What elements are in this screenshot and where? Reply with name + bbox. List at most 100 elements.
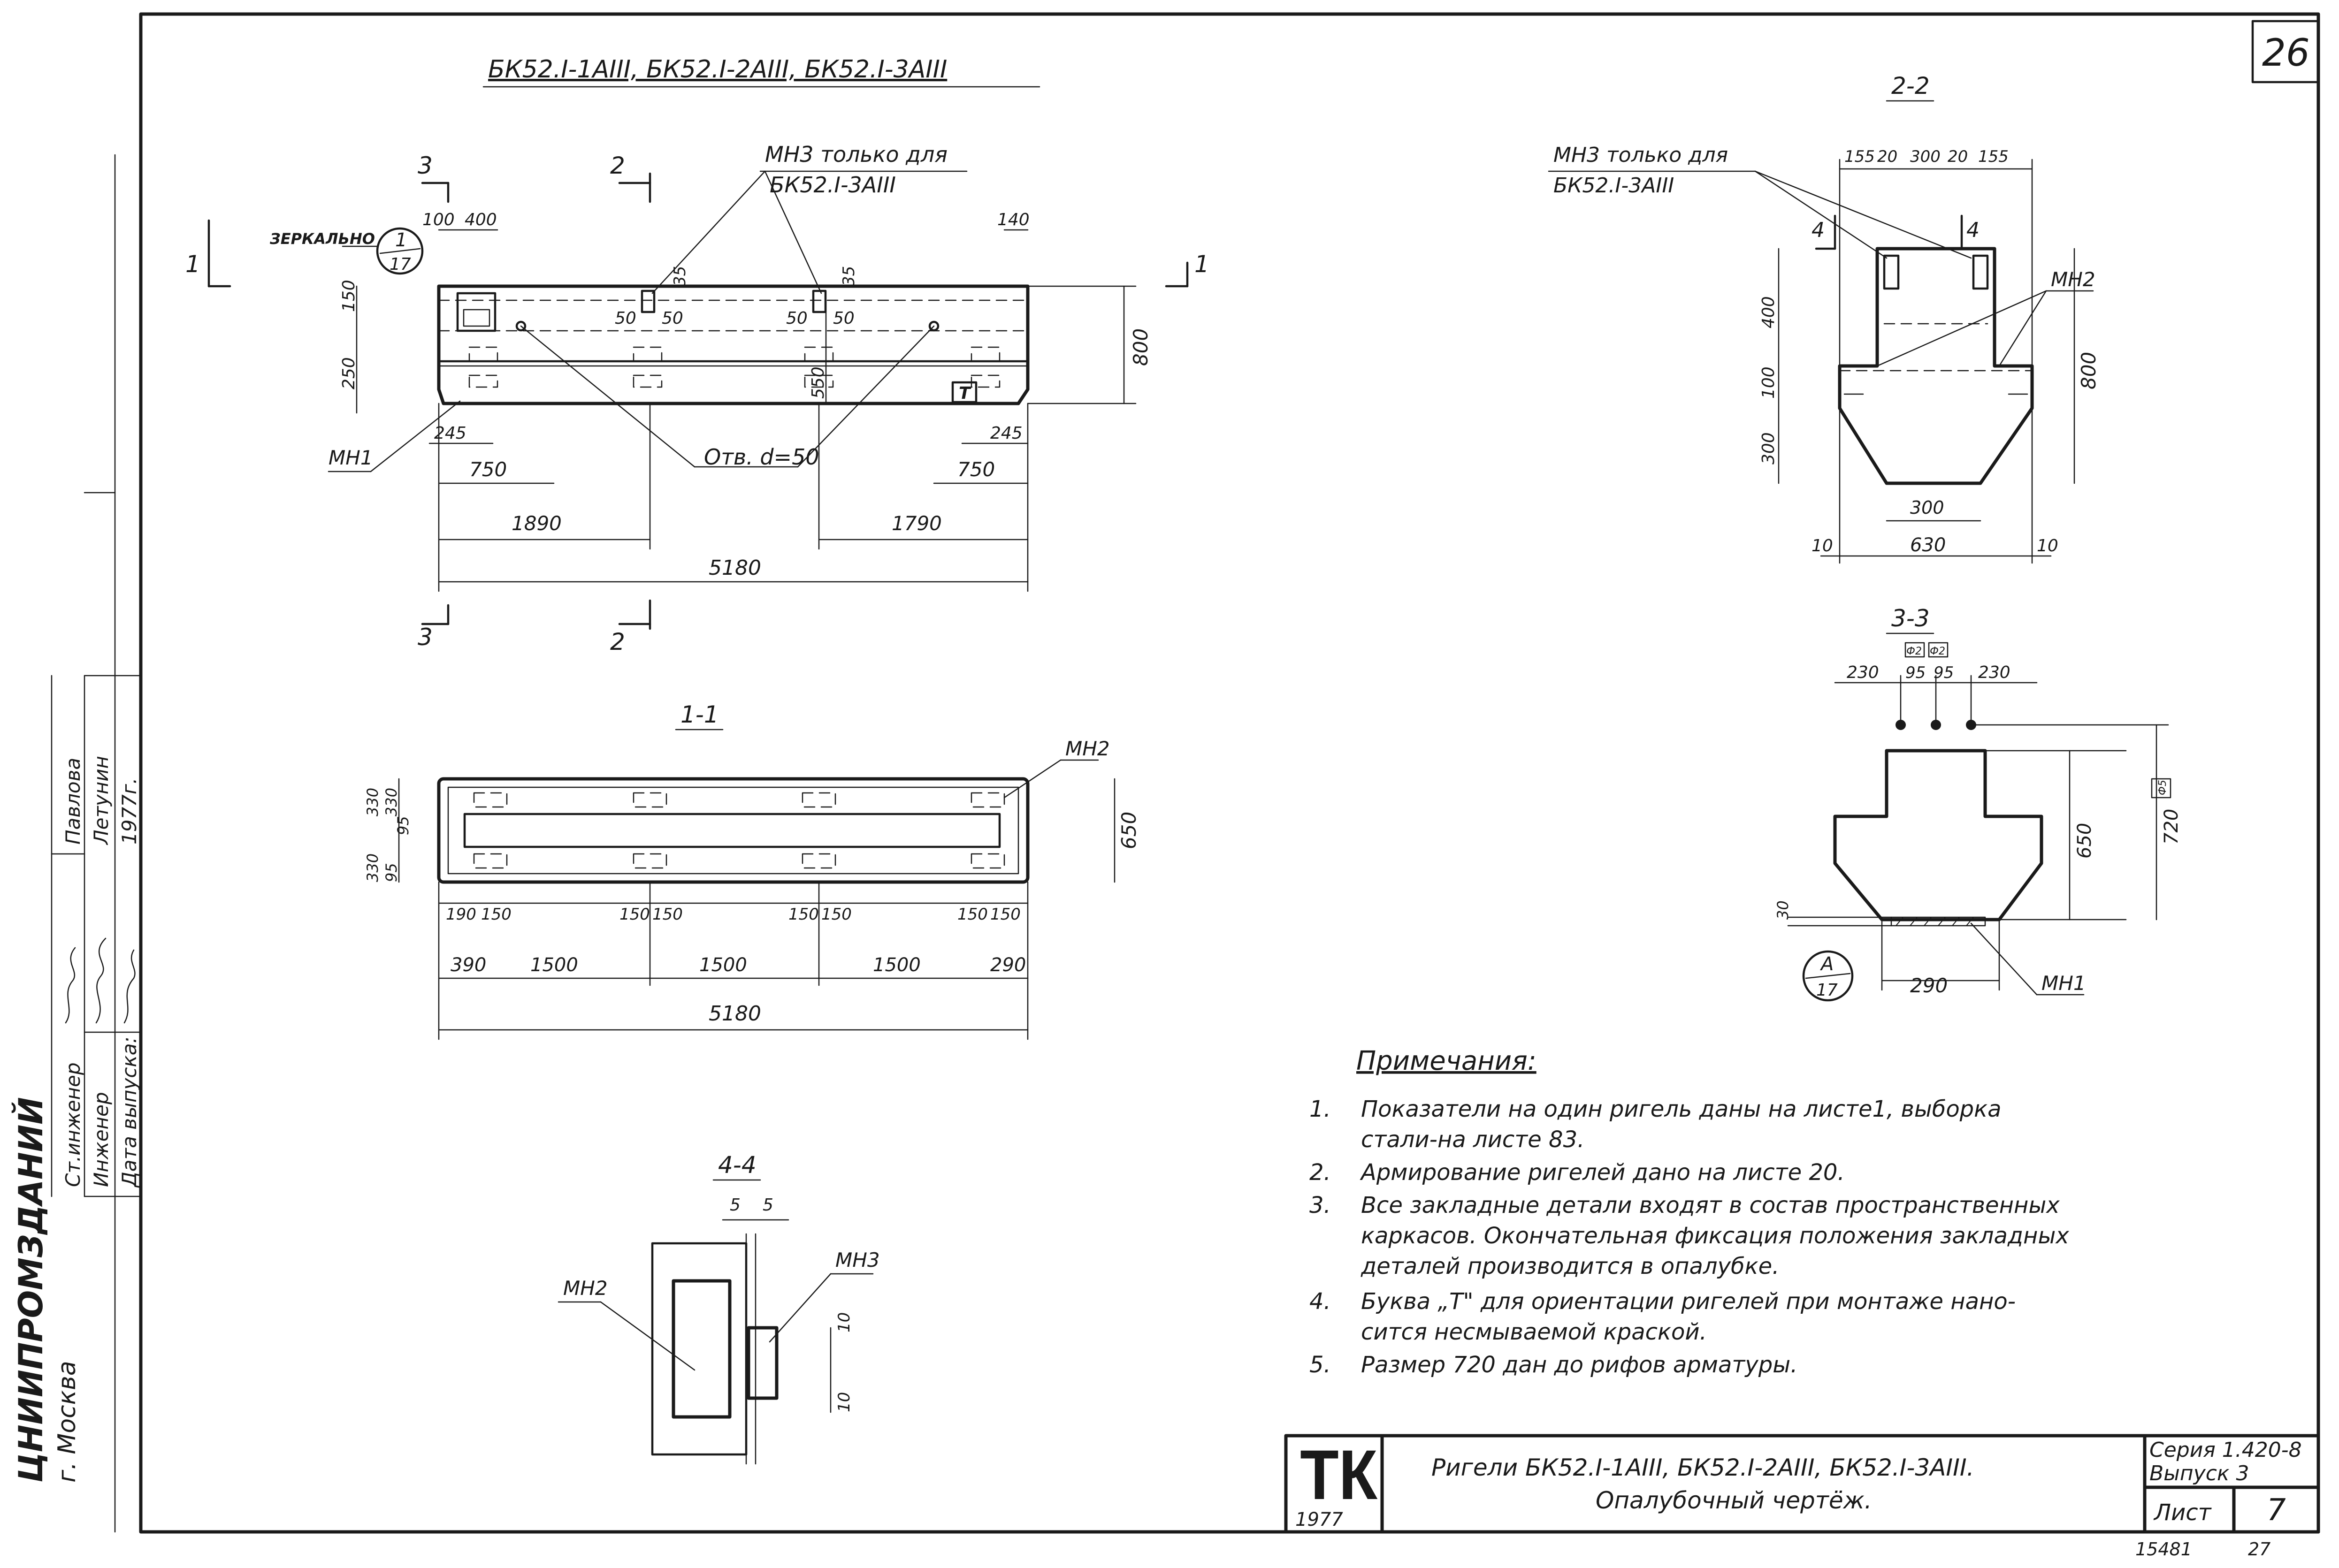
svg-text:155: 155 bbox=[1844, 147, 1875, 166]
list-label: Лист bbox=[2153, 1499, 2212, 1526]
section-3-3-mn1: МН1 bbox=[2041, 972, 2086, 995]
svg-text:140: 140 bbox=[997, 210, 1030, 229]
svg-text:390: 390 bbox=[451, 954, 486, 976]
ref-circle-1 bbox=[376, 227, 424, 275]
section-2-2-note-b: БК52.I-3АIII bbox=[1553, 174, 1674, 198]
svg-text:720: 720 bbox=[2161, 809, 2182, 845]
signature-table: Ст.инженер Павлова Инженер Летунин Дата … bbox=[61, 756, 141, 1188]
series-label: Серия 1.420-8 bbox=[2149, 1438, 2302, 1462]
svg-text:750: 750 bbox=[957, 458, 995, 481]
svg-text:330: 330 bbox=[382, 788, 400, 816]
svg-text:2.: 2. bbox=[1309, 1159, 1331, 1186]
sheet-corner-number: 26 bbox=[2262, 31, 2310, 75]
ref-circle-a bbox=[1802, 950, 1854, 1002]
svg-text:150: 150 bbox=[481, 905, 512, 924]
svg-text:330: 330 bbox=[364, 853, 382, 882]
signature-scribble-3 bbox=[123, 949, 136, 1024]
svg-text:1500: 1500 bbox=[699, 954, 747, 976]
svg-text:Буква „Т" для ориентации ригел: Буква „Т" для ориентации ригелей при мон… bbox=[1361, 1288, 2016, 1315]
svg-text:20: 20 bbox=[1948, 147, 1968, 166]
svg-text:50: 50 bbox=[786, 309, 808, 328]
signature-name-3: 1977г. bbox=[118, 778, 141, 845]
binding-strip: ЦНИИПРОМЗДАНИЙ г. Москва Ст.инженер Павл… bbox=[12, 154, 142, 1533]
svg-text:17: 17 bbox=[390, 255, 411, 274]
svg-text:150: 150 bbox=[619, 905, 650, 924]
svg-text:250: 250 bbox=[339, 357, 359, 389]
signature-scribble-2 bbox=[95, 937, 107, 1024]
rebar-dot-2 bbox=[1931, 720, 1941, 730]
signature-role-3: Дата выпуска: bbox=[118, 1036, 141, 1188]
section-4-4: 4-4 МН2 МН3 5 5 10 10 bbox=[558, 1151, 880, 1465]
mn3-note-b: БК52.I-3АIII bbox=[770, 172, 896, 198]
svg-text:800: 800 bbox=[1129, 328, 1152, 366]
svg-text:10: 10 bbox=[835, 1312, 854, 1332]
svg-text:20: 20 bbox=[1877, 147, 1897, 166]
elevation-dims: 100 400 140 150 250 35 35 50 50 50 50 55… bbox=[339, 210, 1152, 592]
svg-text:5180: 5180 bbox=[709, 1002, 761, 1026]
svg-text:2: 2 bbox=[610, 152, 625, 179]
svg-text:150: 150 bbox=[339, 280, 359, 312]
svg-text:150: 150 bbox=[821, 905, 852, 924]
svg-text:150: 150 bbox=[957, 905, 988, 924]
mn3-note: МН3 только для bbox=[765, 142, 948, 167]
svg-text:150: 150 bbox=[990, 905, 1021, 924]
section-1-1-mn2: МН2 bbox=[1065, 737, 1110, 760]
signature-role-2: Инженер bbox=[90, 1092, 113, 1187]
svg-text:1: 1 bbox=[1194, 251, 1209, 278]
svg-text:А: А bbox=[1819, 953, 1834, 975]
svg-text:150: 150 bbox=[788, 905, 819, 924]
svg-text:1500: 1500 bbox=[530, 954, 578, 976]
cut-markers: 3 2 1 1 3 2 bbox=[185, 152, 1209, 655]
title-block: ТК 1977 Ригели БК52.I-1АIII, БК52.I-2АII… bbox=[1284, 1434, 2320, 1560]
list-number: 7 bbox=[2267, 1493, 2286, 1528]
section-1-1-title: 1-1 bbox=[680, 701, 719, 728]
svg-text:Армирование ригелей дано на ли: Армирование ригелей дано на листе 20. bbox=[1360, 1159, 1845, 1186]
svg-text:3: 3 bbox=[418, 624, 433, 651]
svg-text:95: 95 bbox=[1934, 663, 1954, 682]
section-2-2-title: 2-2 bbox=[1891, 72, 1930, 99]
svg-text:650: 650 bbox=[1117, 812, 1140, 849]
svg-text:Размер 720 дан до рифов армату: Размер 720 дан до рифов арматуры. bbox=[1361, 1352, 1797, 1378]
section-3-3-title: 3-3 bbox=[1891, 605, 1930, 632]
svg-text:35: 35 bbox=[840, 266, 858, 286]
svg-text:1.: 1. bbox=[1309, 1096, 1331, 1122]
svg-text:95: 95 bbox=[1905, 663, 1926, 682]
svg-text:Ф2: Ф2 bbox=[1930, 646, 1945, 657]
stamp-tk: ТК bbox=[1300, 1436, 1378, 1514]
section-3-3-outline bbox=[1833, 749, 2043, 921]
mn1-label: МН1 bbox=[329, 446, 373, 469]
bottom-plate-hatch bbox=[1896, 917, 1974, 926]
svg-text:100: 100 bbox=[1759, 366, 1778, 399]
org-vertical: ЦНИИПРОМЗДАНИЙ bbox=[12, 1097, 50, 1483]
svg-text:деталей производится в опалубк: деталей производится в опалубке. bbox=[1361, 1253, 1779, 1279]
issue-label: Выпуск 3 bbox=[2149, 1461, 2249, 1485]
hole-label: Отв. d=50 bbox=[704, 444, 819, 470]
bottom-page: 27 bbox=[2248, 1539, 2270, 1560]
svg-text:230: 230 bbox=[1847, 663, 1879, 682]
mark-t: Т bbox=[959, 384, 971, 403]
svg-text:95: 95 bbox=[394, 816, 412, 835]
section-2-2-mn2: МН2 bbox=[2051, 268, 2095, 291]
hole-left bbox=[515, 320, 527, 332]
section-1-1: 1-1 МН2 330 95 330 330 95 650 19 bbox=[364, 701, 1140, 1040]
svg-text:50: 50 bbox=[662, 309, 683, 328]
section-2-2: 2-2 МН3 только для БК52.I-3АIII 4 4 МН2 … bbox=[1548, 72, 2100, 564]
svg-text:400: 400 bbox=[465, 210, 497, 229]
svg-text:330: 330 bbox=[364, 788, 382, 816]
svg-text:Ф2: Ф2 bbox=[1906, 646, 1922, 657]
svg-text:1: 1 bbox=[395, 229, 407, 251]
svg-text:650: 650 bbox=[2074, 823, 2095, 859]
svg-text:5: 5 bbox=[730, 1195, 741, 1215]
svg-text:190: 190 bbox=[446, 905, 476, 924]
svg-text:1: 1 bbox=[185, 251, 200, 278]
title-line-2: Опалубочный чертёж. bbox=[1596, 1487, 1872, 1514]
svg-text:50: 50 bbox=[833, 309, 855, 328]
svg-text:800: 800 bbox=[2077, 352, 2100, 389]
section-1-1-dims: 330 95 330 330 95 650 190 150 150 150 15… bbox=[364, 778, 1140, 1040]
svg-text:400: 400 bbox=[1759, 296, 1778, 328]
svg-text:750: 750 bbox=[469, 458, 507, 481]
svg-text:290: 290 bbox=[1910, 974, 1948, 997]
svg-text:3.: 3. bbox=[1309, 1192, 1331, 1218]
signature-scribble-1 bbox=[65, 947, 76, 1024]
